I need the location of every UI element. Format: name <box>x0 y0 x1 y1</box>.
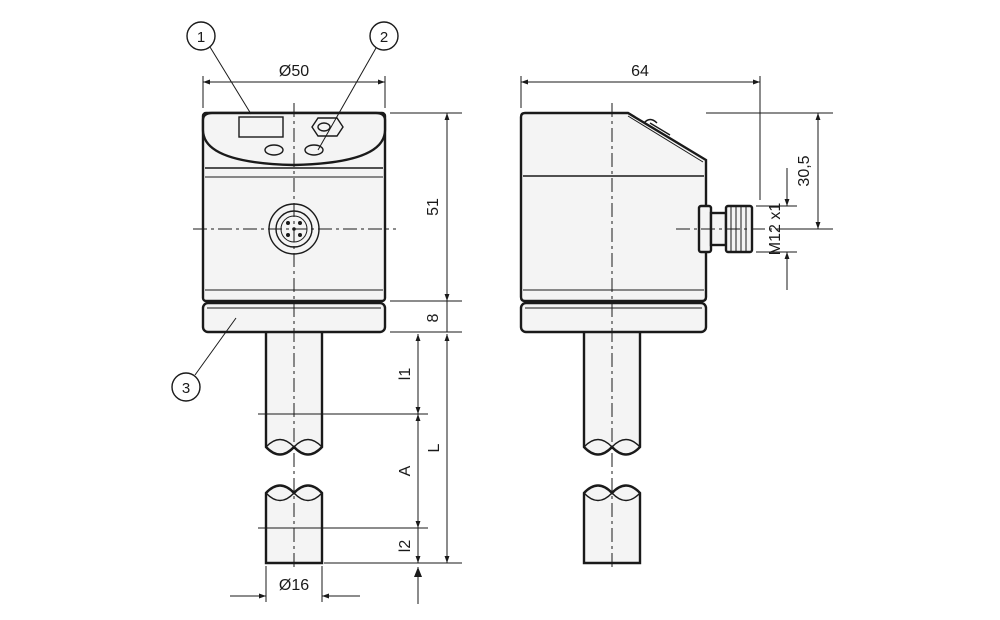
dim-length-l2: l2 <box>397 540 414 553</box>
dim-height-connector: 30,5 <box>796 155 813 186</box>
dim-thread: M12 x1 <box>767 203 784 256</box>
dim-width-side: 64 <box>631 63 649 80</box>
dim-height-ring: 8 <box>425 313 442 322</box>
callout-1-label: 1 <box>197 29 205 46</box>
front-probe-lower <box>264 484 324 565</box>
callout-3-circle <box>171 372 201 402</box>
push-button-left <box>264 144 284 156</box>
callouts: 1 2 3 <box>171 21 399 402</box>
dim-diameter-probe: Ø16 <box>279 577 309 594</box>
dim-length-l: L <box>426 443 443 452</box>
side-housing <box>519 111 708 303</box>
display-window <box>238 116 284 138</box>
side-view <box>519 103 790 570</box>
side-probe-lower <box>582 484 642 565</box>
push-button-right <box>304 144 324 156</box>
callout-1-circle <box>186 21 216 51</box>
dim-length-a: A <box>397 465 414 476</box>
led-indicator <box>311 117 344 137</box>
callout-2-circle <box>369 21 399 51</box>
side-dimensions <box>520 76 833 290</box>
front-dimensions <box>202 76 462 604</box>
side-button-bump <box>643 118 658 124</box>
callout-2-label: 2 <box>380 29 388 46</box>
dim-length-l1: l1 <box>397 368 414 381</box>
callout-3-label: 3 <box>182 380 190 397</box>
front-view <box>193 103 396 570</box>
dim-height-body: 51 <box>425 198 442 216</box>
dim-diameter-body: Ø50 <box>279 63 309 80</box>
side-clamp-ring <box>519 301 708 334</box>
